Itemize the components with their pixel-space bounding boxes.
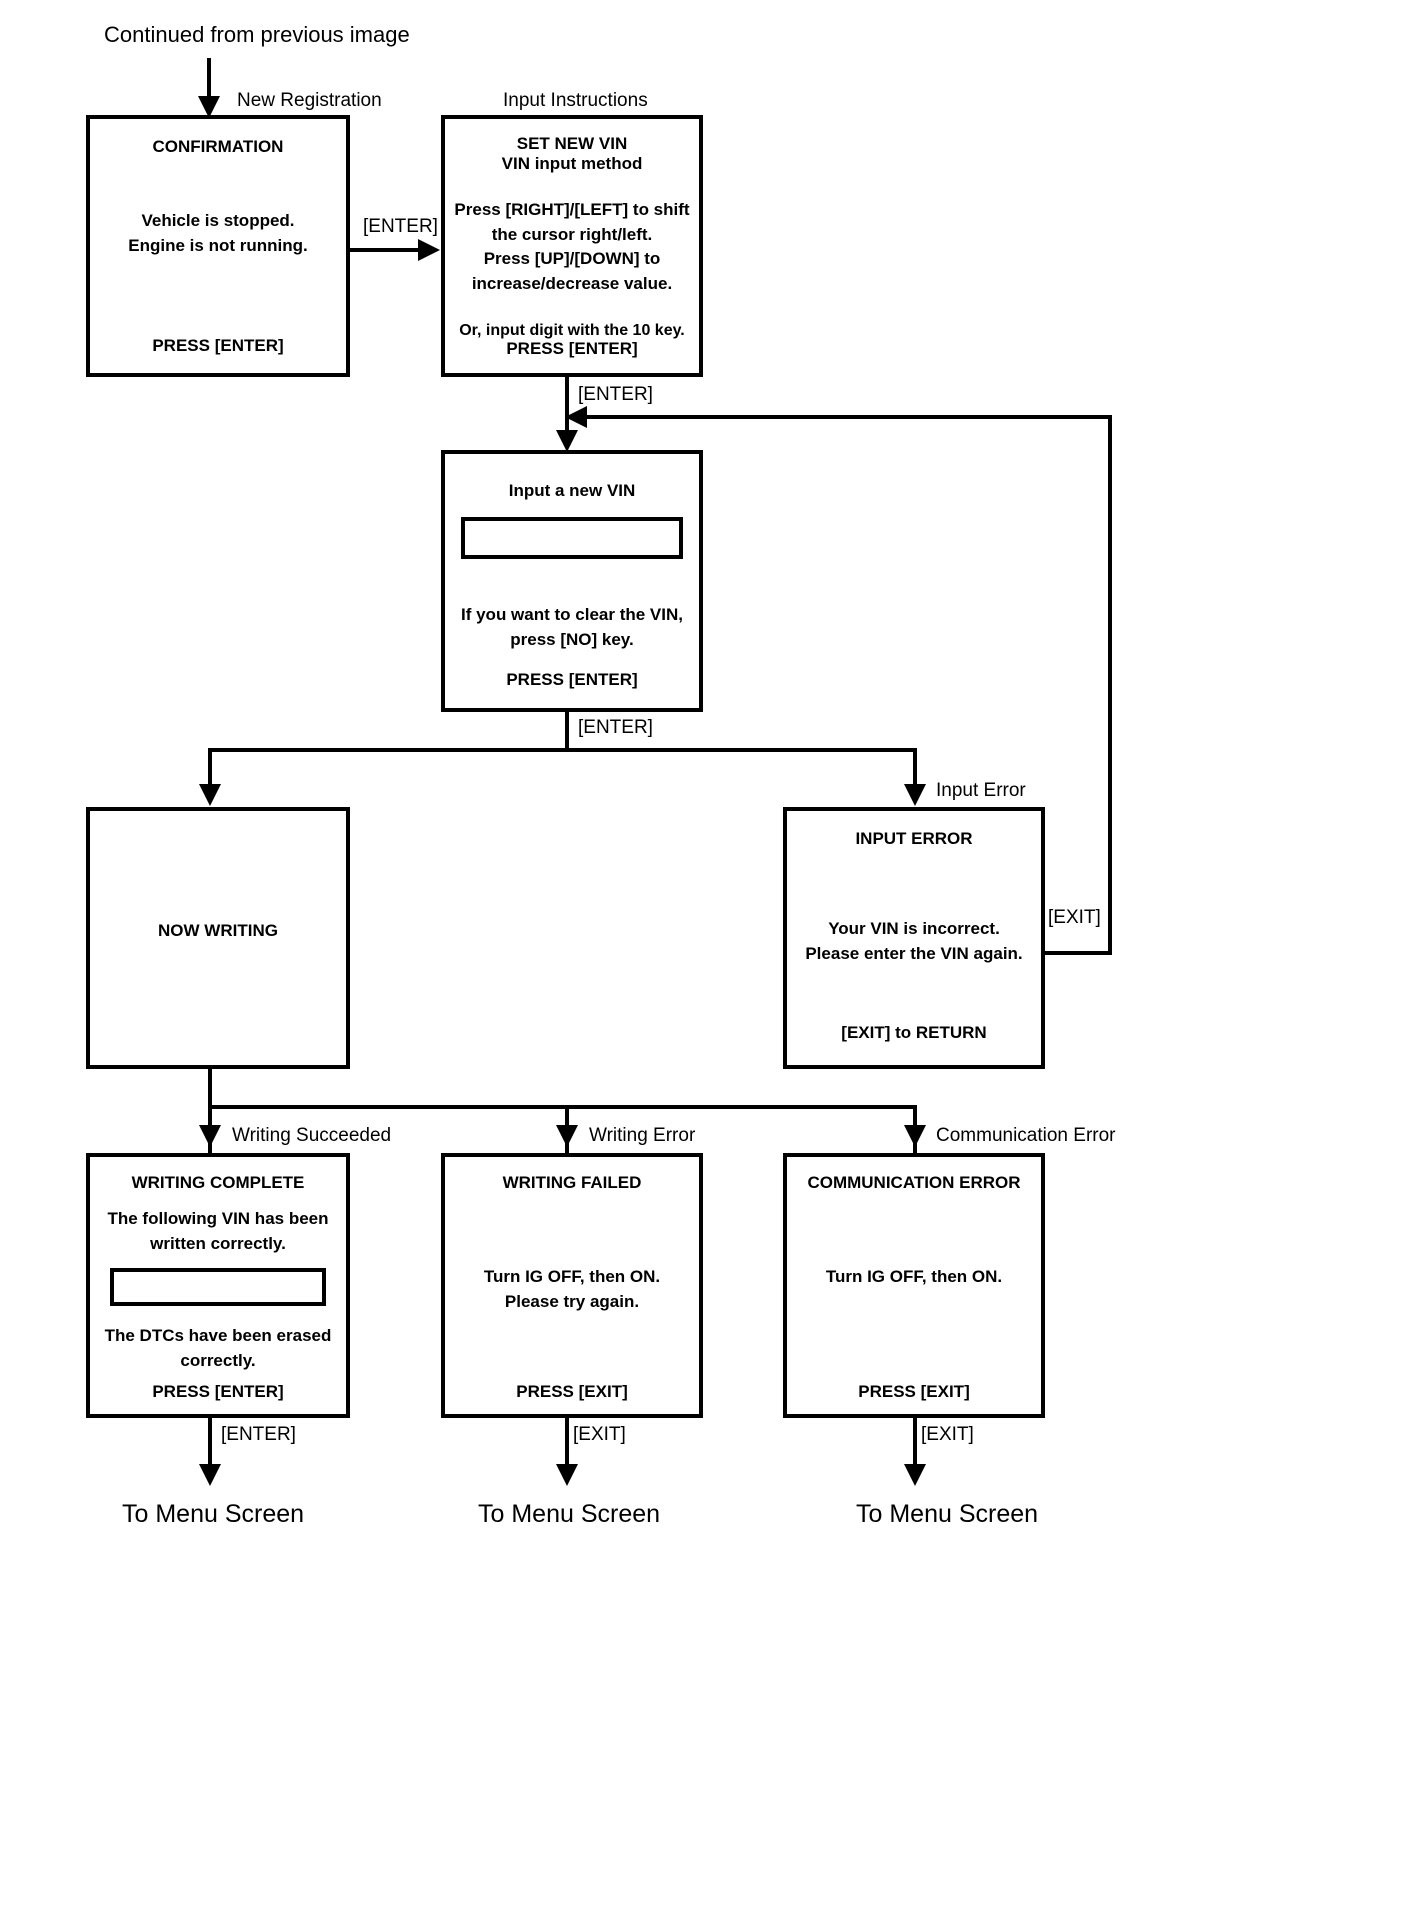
caption-communication-error: Communication Error [936, 1125, 1116, 1146]
set-new-vin-footer: PRESS [ENTER] [506, 339, 638, 358]
edge-label-exit-comm: [EXIT] [921, 1424, 974, 1445]
connector-branch-to-now-writing [208, 748, 212, 792]
vin-input-field[interactable] [461, 517, 683, 559]
box-confirmation[interactable]: CONFIRMATION Vehicle is stopped. Engine … [86, 115, 350, 377]
communication-error-title: COMMUNICATION ERROR [807, 1173, 1021, 1192]
connector-inputvin-down [565, 712, 569, 752]
writing-failed-line-1: Turn IG OFF, then ON. [483, 1267, 661, 1286]
connector-now-writing-down [208, 1069, 212, 1109]
edge-label-enter-3: [ENTER] [578, 717, 653, 738]
box-writing-failed[interactable]: WRITING FAILED Turn IG OFF, then ON. Ple… [441, 1153, 703, 1418]
communication-error-footer: PRESS [EXIT] [858, 1382, 970, 1401]
arrowhead-confirmation-to-setvin [418, 239, 440, 261]
set-new-vin-subtitle: VIN input method [501, 154, 643, 173]
writing-failed-title: WRITING FAILED [502, 1173, 642, 1192]
box-input-error[interactable]: INPUT ERROR Your VIN is incorrect. Pleas… [783, 807, 1045, 1069]
writing-complete-footer: PRESS [ENTER] [152, 1382, 284, 1401]
connector-return-loop-from-input-error [1044, 951, 1112, 955]
arrowhead-to-writing-failed [556, 1125, 578, 1147]
set-new-vin-line-4: increase/decrease value. [471, 273, 673, 293]
writing-complete-line-1: The following VIN has been [107, 1209, 329, 1228]
writing-failed-line-2: Please try again. [504, 1291, 640, 1311]
continued-from-previous-note: Continued from previous image [104, 22, 410, 47]
set-new-vin-title: SET NEW VIN [516, 134, 628, 153]
edge-label-exit-failed: [EXIT] [573, 1424, 626, 1445]
caption-input-error: Input Error [936, 780, 1026, 801]
set-new-vin-line-1: Press [RIGHT]/[LEFT] to shift [454, 200, 690, 219]
connector-confirmation-to-setvin [350, 248, 422, 252]
confirmation-line-1: Vehicle is stopped. [141, 211, 295, 230]
confirmation-line-2: Engine is not running. [128, 235, 308, 255]
caption-new-registration: New Registration [237, 90, 382, 111]
caption-writing-error: Writing Error [589, 1125, 696, 1146]
box-set-new-vin[interactable]: SET NEW VIN VIN input method Press [RIGH… [441, 115, 703, 377]
confirmation-title: CONFIRMATION [152, 137, 284, 156]
edge-label-exit-return: [EXIT] [1048, 907, 1101, 928]
set-new-vin-line-3: Press [UP]/[DOWN] to [483, 249, 661, 269]
arrowhead-to-communication-error [904, 1125, 926, 1147]
writing-complete-line-2: written correctly. [150, 1233, 286, 1253]
now-writing-title: NOW WRITING [158, 921, 278, 940]
writing-complete-line-3: The DTCs have been erased [104, 1326, 332, 1346]
writing-complete-title: WRITING COMPLETE [131, 1173, 305, 1192]
arrowhead-note-to-confirmation [198, 96, 220, 118]
connector-failed-to-menu [565, 1418, 569, 1474]
set-new-vin-note: Or, input digit with the 10 key. [459, 321, 685, 339]
written-vin-field [110, 1268, 326, 1307]
box-now-writing[interactable]: NOW WRITING [86, 807, 350, 1069]
communication-error-line-1: Turn IG OFF, then ON. [825, 1267, 1003, 1286]
arrowhead-setvin-to-inputvin [556, 430, 578, 452]
input-a-new-vin-line-1: If you want to clear the VIN, [461, 605, 683, 624]
connector-note-to-confirmation [207, 58, 211, 100]
caption-input-instructions: Input Instructions [503, 90, 648, 111]
arrowhead-to-writing-complete [199, 1125, 221, 1147]
arrowhead-branch-to-now-writing [199, 784, 221, 806]
arrowhead-comm-to-menu [904, 1464, 926, 1486]
input-a-new-vin-line-2: press [NO] key. [510, 629, 634, 649]
edge-label-enter-2: [ENTER] [578, 384, 653, 405]
box-writing-complete[interactable]: WRITING COMPLETE The following VIN has b… [86, 1153, 350, 1418]
connector-result-branch-bar [208, 1105, 917, 1109]
connector-branch-to-input-error [913, 748, 917, 792]
connector-return-loop-horizontal [567, 415, 1112, 419]
arrowhead-failed-to-menu [556, 1464, 578, 1486]
input-error-line-1: Your VIN is incorrect. [828, 919, 1000, 938]
connector-comm-to-menu [913, 1418, 917, 1474]
input-error-line-2: Please enter the VIN again. [805, 943, 1023, 963]
set-new-vin-line-2: the cursor right/left. [491, 224, 653, 244]
edge-label-enter-1: [ENTER] [363, 216, 438, 237]
writing-complete-line-4: correctly. [180, 1350, 256, 1370]
input-a-new-vin-footer: PRESS [ENTER] [506, 670, 638, 689]
input-error-title: INPUT ERROR [855, 829, 973, 848]
box-input-a-new-vin[interactable]: Input a new VIN If you want to clear the… [441, 450, 703, 712]
writing-failed-footer: PRESS [EXIT] [516, 1382, 628, 1401]
input-a-new-vin-title: Input a new VIN [508, 481, 636, 500]
connector-return-loop-vertical [1108, 415, 1112, 955]
terminal-to-menu-screen-1: To Menu Screen [122, 1500, 305, 1528]
arrowhead-branch-to-input-error [904, 784, 926, 806]
arrowhead-complete-to-menu [199, 1464, 221, 1486]
edge-label-enter-complete: [ENTER] [221, 1424, 296, 1445]
terminal-to-menu-screen-2: To Menu Screen [478, 1500, 661, 1528]
terminal-to-menu-screen-3: To Menu Screen [856, 1500, 1039, 1528]
connector-complete-to-menu [208, 1418, 212, 1474]
box-communication-error[interactable]: COMMUNICATION ERROR Turn IG OFF, then ON… [783, 1153, 1045, 1418]
connector-branch-bar [208, 748, 917, 752]
arrowhead-return-loop [565, 406, 587, 428]
input-error-footer: [EXIT] to RETURN [841, 1023, 987, 1042]
caption-writing-succeeded: Writing Succeeded [232, 1125, 392, 1146]
confirmation-footer: PRESS [ENTER] [152, 336, 284, 355]
